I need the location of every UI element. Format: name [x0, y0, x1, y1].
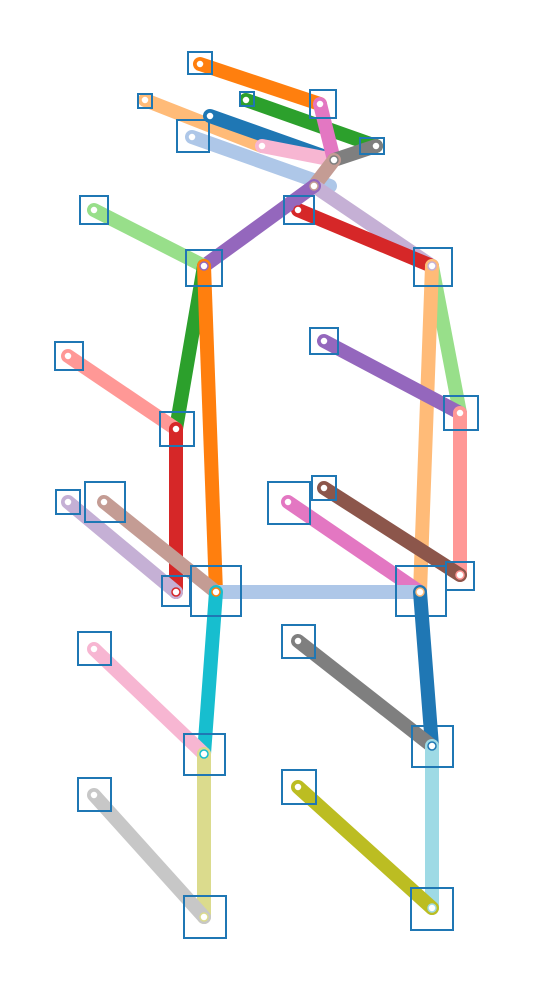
keypoint-box	[185, 249, 223, 287]
keypoint-box	[77, 777, 112, 812]
keypoint-box	[281, 769, 317, 805]
keypoint-marker	[455, 570, 465, 580]
keypoint-marker	[427, 261, 437, 271]
keypoint-box	[84, 481, 126, 523]
keypoint-marker	[293, 205, 303, 215]
limb-segment	[197, 179, 321, 273]
limb-segment	[413, 585, 439, 753]
keypoint-box	[311, 475, 337, 501]
keypoint-marker	[455, 408, 465, 418]
limb-segment	[97, 495, 223, 599]
limb-segment	[61, 349, 183, 436]
limb-segment	[197, 259, 223, 599]
keypoint-marker	[199, 749, 209, 759]
limb-segment	[291, 780, 439, 915]
keypoint-box	[137, 93, 153, 109]
keypoint-marker	[199, 912, 209, 922]
keypoint-marker	[415, 587, 425, 597]
keypoint-box	[176, 119, 210, 153]
keypoint-marker	[293, 782, 303, 792]
keypoint-box	[413, 247, 453, 287]
keypoint-marker	[63, 351, 73, 361]
limb-segment	[87, 788, 211, 924]
keypoint-marker	[211, 587, 221, 597]
keypoint-box	[267, 481, 311, 525]
keypoint-marker	[140, 95, 150, 105]
keypoint-marker	[283, 497, 293, 507]
limb-segment	[87, 642, 211, 761]
keypoint-box	[445, 561, 475, 591]
keypoint-marker	[171, 587, 181, 597]
keypoint-marker	[241, 95, 251, 105]
keypoint-box	[443, 395, 479, 431]
limb-segment	[193, 57, 327, 111]
keypoint-box	[54, 341, 84, 371]
keypoint-box	[183, 733, 226, 776]
keypoint-marker	[319, 336, 329, 346]
limb-segment	[255, 139, 341, 167]
limb-segment	[313, 97, 341, 167]
keypoint-box	[411, 725, 454, 768]
limb-segment	[317, 334, 467, 420]
limb-segment	[185, 130, 337, 193]
limb-segment	[197, 585, 223, 761]
keypoint-box-layer	[54, 51, 479, 939]
keypoint-marker	[89, 644, 99, 654]
keypoint-box	[239, 91, 255, 107]
keypoint-marker	[427, 903, 437, 913]
keypoint-box	[309, 327, 339, 355]
keypoint-box	[187, 51, 213, 75]
limb-segment	[413, 259, 439, 599]
keypoint-box	[190, 565, 242, 617]
limb-segment	[291, 203, 439, 273]
keypoint-box	[79, 195, 109, 225]
keypoint-marker	[187, 132, 197, 142]
keypoint-marker	[329, 155, 339, 165]
keypoint-marker	[257, 141, 267, 151]
limb-segment	[239, 93, 383, 153]
keypoint-marker	[171, 424, 181, 434]
keypoint-marker	[309, 181, 319, 191]
keypoint-box	[283, 195, 315, 225]
limb-layer	[61, 57, 467, 924]
limb-segment	[317, 481, 467, 582]
keypoint-box	[359, 137, 385, 155]
limb-segment	[87, 203, 211, 273]
keypoint-marker	[199, 261, 209, 271]
keypoint-marker	[205, 111, 215, 121]
keypoint-marker	[99, 497, 109, 507]
keypoint-box	[159, 411, 195, 447]
keypoint-box	[410, 887, 454, 931]
keypoint-box	[77, 631, 112, 666]
keypoint-marker	[319, 483, 329, 493]
keypoint-marker	[427, 741, 437, 751]
keypoint-box	[281, 624, 316, 659]
keypoint-marker	[89, 205, 99, 215]
limb-segment	[327, 139, 383, 167]
keypoint-box	[183, 895, 227, 939]
keypoint-marker	[371, 141, 381, 151]
keypoint-marker	[63, 497, 73, 507]
keypoint-layer	[63, 59, 465, 922]
limb-segment	[291, 634, 439, 753]
keypoint-marker	[89, 790, 99, 800]
keypoint-box	[309, 89, 337, 119]
keypoint-marker	[293, 636, 303, 646]
keypoint-marker	[195, 59, 205, 69]
limb-segment	[138, 93, 269, 153]
keypoint-box	[55, 489, 81, 515]
keypoint-marker	[315, 99, 325, 109]
